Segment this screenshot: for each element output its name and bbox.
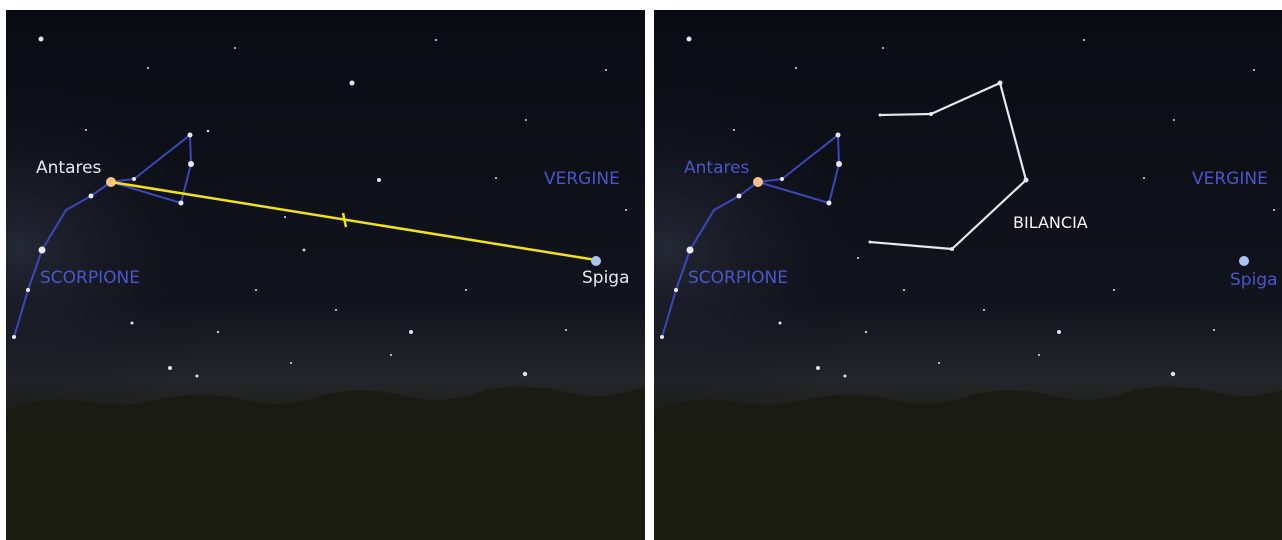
sky-view-right: Antares Spiga SCORPIONE VERGINE BILANCIA xyxy=(654,10,1282,540)
spiga-label: Spiga xyxy=(1230,270,1278,290)
vergine-label: VERGINE xyxy=(1192,169,1268,189)
antares-label: Antares xyxy=(36,158,102,178)
measure-line xyxy=(110,180,597,262)
scorpione-label: SCORPIONE xyxy=(40,268,140,288)
antares-label: Antares xyxy=(684,158,750,178)
background-stars xyxy=(38,36,627,378)
ground xyxy=(6,430,645,540)
scorpione-stars xyxy=(12,132,194,339)
antares-star[interactable] xyxy=(753,177,763,187)
spiga-star[interactable] xyxy=(591,256,601,266)
scorpione-label: SCORPIONE xyxy=(688,268,788,288)
bilancia-lines xyxy=(869,81,1028,251)
bilancia-label: BILANCIA xyxy=(1013,213,1088,232)
sky-view-left: Antares Spiga SCORPIONE VERGINE xyxy=(6,10,645,540)
ground xyxy=(654,430,1282,540)
scorpione-stars xyxy=(660,132,842,339)
sky-canvas-left xyxy=(6,10,645,540)
spiga-star[interactable] xyxy=(1239,256,1249,266)
spiga-label: Spiga xyxy=(582,268,630,288)
bilancia-stars xyxy=(868,80,1029,251)
sky-canvas-right xyxy=(654,10,1282,540)
background-stars xyxy=(686,36,1275,378)
vergine-label: VERGINE xyxy=(544,169,620,189)
